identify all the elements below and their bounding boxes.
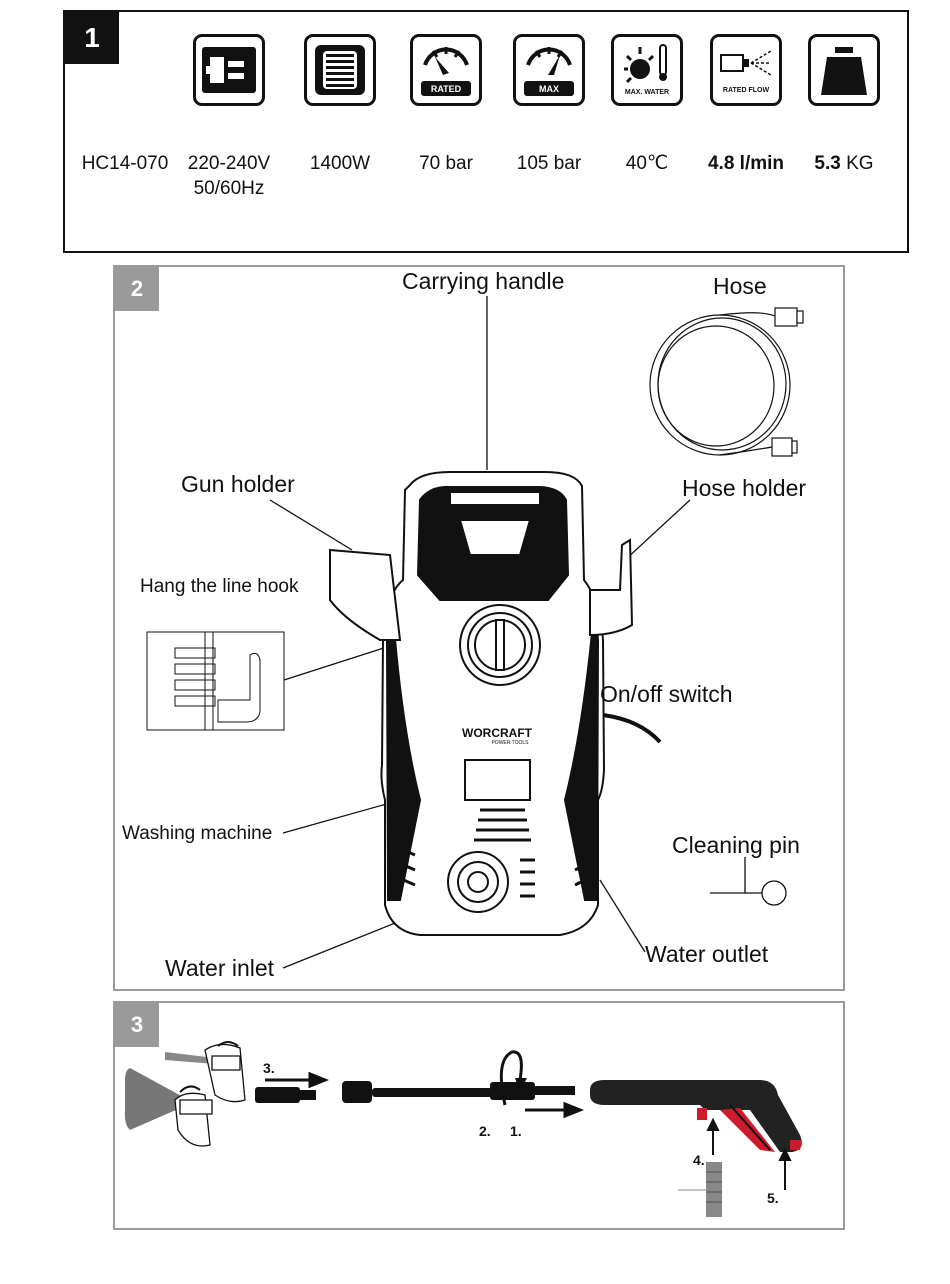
hose-illustration (650, 308, 803, 456)
carrying-handle-label: Carrying handle (402, 268, 564, 295)
assembly-panel: 3 (113, 1001, 845, 1230)
gun-holder-label: Gun holder (181, 471, 295, 498)
hose-holder-label: Hose holder (682, 475, 806, 502)
hang-hook-leader (284, 645, 393, 680)
brand-logo: WORCRAFT (462, 726, 533, 740)
hose-label: Hose (713, 273, 767, 300)
washing-machine-label: Washing machine (122, 823, 272, 845)
step-2-label: 2. (479, 1123, 491, 1139)
step-4-label: 4. (693, 1152, 705, 1168)
cleaning-pin-ring (762, 881, 786, 905)
step-1-label: 1. (510, 1123, 522, 1139)
cleaning-pin-label: Cleaning pin (672, 832, 800, 859)
water-outlet-leader (600, 880, 645, 952)
hang-line-hook-label: Hang the line hook (140, 576, 298, 598)
hang-hook-inset (147, 632, 284, 730)
gun-holder-leader (270, 500, 352, 550)
water-outlet-label: Water outlet (645, 941, 768, 968)
section-number-badge: 3 (115, 1003, 159, 1047)
brand-subtitle: POWER TOOLS (491, 740, 529, 746)
water-inlet-label: Water inlet (165, 955, 274, 982)
step-5-label: 5. (767, 1190, 779, 1206)
on-off-switch-label: On/off switch (600, 681, 733, 708)
hose-holder-leader (625, 500, 690, 560)
step-3-label: 3. (263, 1060, 275, 1076)
